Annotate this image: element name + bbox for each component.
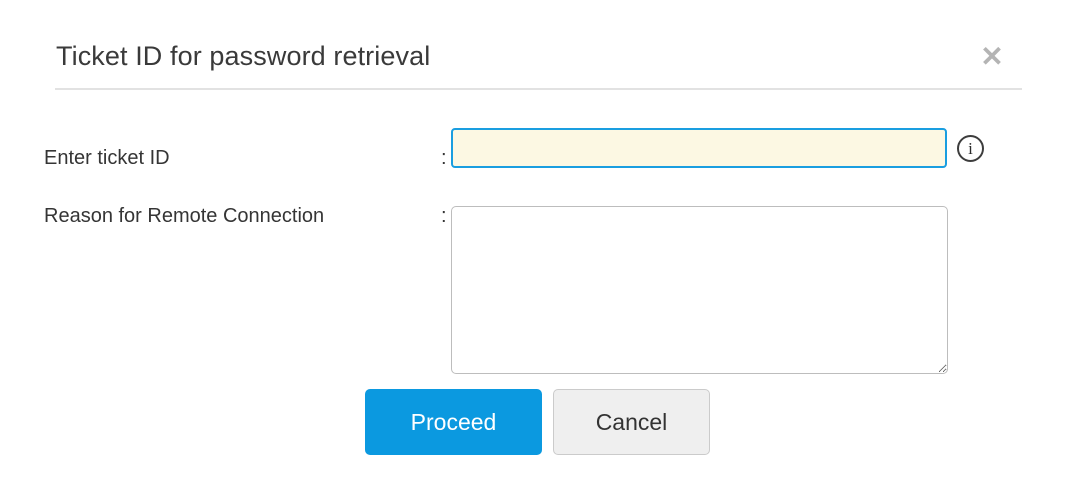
ticket-id-input[interactable]: [451, 128, 947, 168]
header-divider: [55, 88, 1022, 90]
close-icon[interactable]: ✕: [980, 41, 1004, 72]
cancel-button[interactable]: Cancel: [553, 389, 710, 455]
page-title: Ticket ID for password retrieval: [56, 41, 431, 71]
dialog-header: Ticket ID for password retrieval ✕: [0, 0, 1078, 90]
ticket-id-colon: :: [441, 147, 447, 169]
reason-label: Reason for Remote Connection: [44, 205, 325, 227]
info-icon[interactable]: i: [957, 135, 984, 162]
reason-textarea[interactable]: [451, 206, 948, 374]
proceed-button[interactable]: Proceed: [365, 389, 542, 455]
ticket-id-label: Enter ticket ID: [44, 147, 170, 169]
reason-colon: :: [441, 205, 447, 227]
